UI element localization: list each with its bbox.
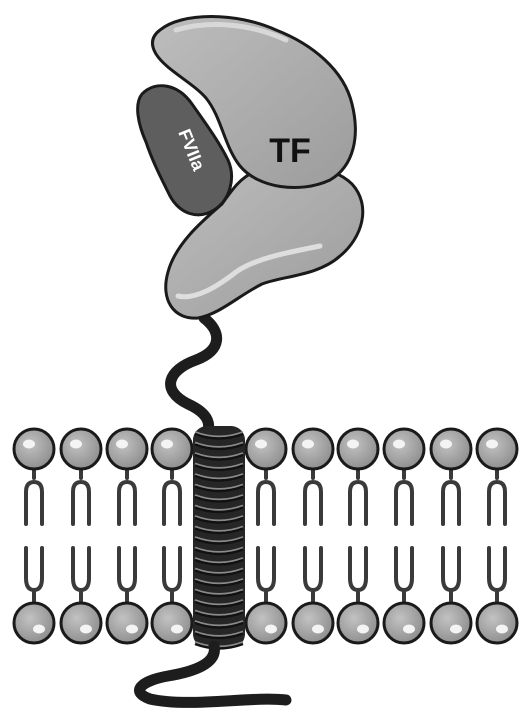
transmembrane-helix	[193, 426, 245, 649]
lipid-head	[152, 429, 192, 469]
lipid-tail	[350, 468, 366, 524]
lipid-tail	[489, 468, 505, 524]
lipid-tail	[26, 468, 42, 524]
lipid-head	[152, 603, 192, 643]
tf-label: TF	[269, 132, 311, 170]
lipid-head-shine	[486, 440, 498, 449]
lipid-head-shine	[450, 625, 462, 634]
lipid-head	[14, 603, 54, 643]
lipid-tail	[443, 468, 459, 524]
cytoplasmic-tail	[140, 646, 286, 702]
lipid-head-shine	[126, 625, 138, 634]
lipid-head	[107, 603, 147, 643]
lipid-head-shine	[70, 440, 82, 449]
lipid-head	[431, 603, 471, 643]
lipid-head	[293, 603, 333, 643]
lipid-head-shine	[171, 625, 183, 634]
lipid-head-shine	[116, 440, 128, 449]
lower-leaflet-lipid-tails	[26, 548, 505, 604]
upper-leaflet-lipid-heads	[14, 429, 517, 469]
lipid-head	[338, 429, 378, 469]
lipid-head	[293, 429, 333, 469]
lipid-head-shine	[440, 440, 452, 449]
lipid-head	[61, 603, 101, 643]
lipid-head	[477, 429, 517, 469]
lower-leaflet-lipid-heads	[14, 603, 517, 643]
lipid-tail	[119, 548, 135, 604]
lipid-head	[246, 603, 286, 643]
lipid-head	[477, 603, 517, 643]
upper-leaflet-lipid-tails	[26, 468, 505, 524]
lipid-tail	[73, 548, 89, 604]
lipid-head	[384, 429, 424, 469]
lipid-head	[431, 429, 471, 469]
lipid-tail	[396, 548, 412, 604]
lipid-head-shine	[23, 440, 35, 449]
lipid-head	[384, 603, 424, 643]
lipid-head-shine	[312, 625, 324, 634]
lipid-tail	[258, 468, 274, 524]
lipid-tail	[164, 468, 180, 524]
lipid-tail	[164, 548, 180, 604]
lipid-head	[61, 429, 101, 469]
lipid-tail	[119, 468, 135, 524]
lipid-head-shine	[265, 625, 277, 634]
lipid-head-shine	[496, 625, 508, 634]
lipid-head-shine	[80, 625, 92, 634]
lipid-head-shine	[403, 625, 415, 634]
lipid-head-shine	[393, 440, 405, 449]
lipid-head-shine	[255, 440, 267, 449]
lipid-head-shine	[347, 440, 359, 449]
lipid-head	[107, 429, 147, 469]
lipid-head-shine	[357, 625, 369, 634]
lipid-tail	[350, 548, 366, 604]
lipid-head-shine	[33, 625, 45, 634]
lipid-tail	[489, 548, 505, 604]
lipid-head-shine	[302, 440, 314, 449]
lipid-tail	[26, 548, 42, 604]
lipid-head	[338, 603, 378, 643]
lipid-head-shine	[161, 440, 173, 449]
lipid-head	[14, 429, 54, 469]
lipid-tail	[305, 468, 321, 524]
tf-stalk-linker	[171, 318, 217, 436]
lipid-tail	[396, 468, 412, 524]
lipid-tail	[258, 548, 274, 604]
lipid-tail	[443, 548, 459, 604]
lipid-head	[246, 429, 286, 469]
lipid-tail	[73, 468, 89, 524]
lipid-tail	[305, 548, 321, 604]
